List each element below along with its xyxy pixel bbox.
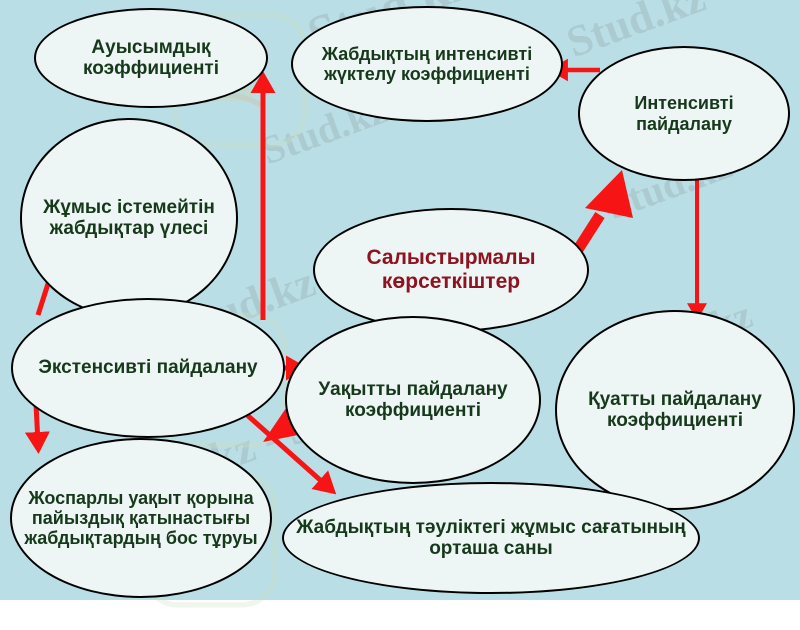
node-label: Жабдықтың тәуліктегі жұмыс сағатының орт… bbox=[296, 516, 686, 559]
diagram-canvas: Stud.kz Stud.kz Stud.kz - Stud.kz Stud.k… bbox=[0, 0, 800, 608]
node-relative-indicators-root[interactable]: Салыстырмалы көрсеткіштер bbox=[313, 208, 589, 332]
node-label: Уақытты пайдалану коэффициенті bbox=[318, 378, 508, 421]
node-label: Жабдықтың интенсивті жүктелу коэффициент… bbox=[321, 43, 533, 84]
node-power-use-coefficient[interactable]: Қуатты пайдалану коэффициенті bbox=[555, 310, 795, 510]
node-label: Интенсивті пайдалану bbox=[634, 93, 734, 134]
node-extensive-use[interactable]: Экстенсивті пайдалану bbox=[11, 298, 285, 438]
node-time-use-coefficient[interactable]: Уақытты пайдалану коэффициенті bbox=[285, 316, 541, 484]
node-label: Жұмыс істемейтін жабдықтар үлесі bbox=[43, 196, 215, 239]
node-idle-equipment-share[interactable]: Жұмыс істемейтін жабдықтар үлесі bbox=[20, 118, 238, 318]
node-equipment-intensive-load-coefficient[interactable]: Жабдықтың интенсивті жүктелу коэффициент… bbox=[291, 6, 563, 122]
node-label: Салыстырмалы көрсеткіштер bbox=[366, 246, 536, 293]
node-planned-time-idle-ratio[interactable]: Жоспарлы уақыт қорына пайыздық қатынасты… bbox=[10, 438, 272, 598]
node-label: Жоспарлы уақыт қорына пайыздық қатынасты… bbox=[24, 487, 258, 549]
node-label: Экстенсивті пайдалану bbox=[38, 357, 258, 379]
node-average-daily-working-hours[interactable]: Жабдықтың тәуліктегі жұмыс сағатының орт… bbox=[282, 482, 700, 594]
node-intensive-use[interactable]: Интенсивті пайдалану bbox=[578, 46, 790, 181]
node-label: Қуатты пайдалану коэффициенті bbox=[588, 388, 762, 431]
node-label: Ауысымдық коэффициенті bbox=[82, 36, 220, 79]
node-shift-coefficient[interactable]: Ауысымдық коэффициенті bbox=[34, 8, 268, 108]
